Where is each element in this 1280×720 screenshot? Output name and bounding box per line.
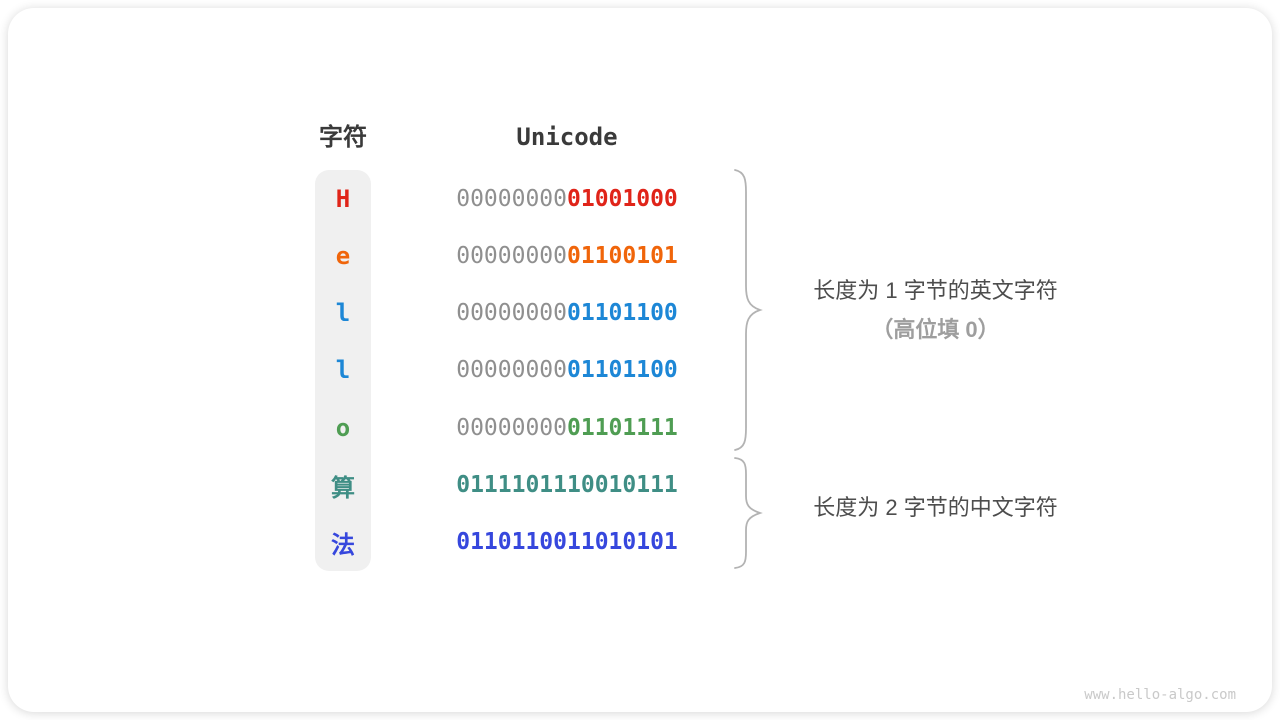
char-cell: l [335, 356, 351, 385]
high-byte: 00000000 [456, 185, 567, 212]
low-byte: 11010101 [567, 529, 678, 556]
low-byte: 01001000 [567, 185, 678, 212]
high-byte: 01111011 [456, 472, 567, 499]
binary-row: 00000000 01100101 [436, 227, 698, 284]
high-byte: 00000000 [456, 242, 567, 269]
char-cell: H [335, 184, 351, 213]
annotation-chinese-line1: 长度为 2 字节的中文字符 [813, 495, 1058, 520]
brace-one-byte-icon [734, 169, 763, 451]
char-cell: 算 [331, 473, 355, 502]
annotation-english-line2: （高位填 0） [871, 317, 1000, 342]
high-byte: 01101100 [456, 529, 567, 556]
watermark: www.hello-algo.com [1084, 687, 1236, 703]
column-header-char: 字符 [319, 124, 367, 151]
low-byte: 01101111 [567, 414, 678, 441]
char-cell: e [335, 241, 351, 270]
binary-row: 01101100 11010101 [436, 514, 698, 571]
binary-row: 00000000 01101100 [436, 285, 698, 342]
high-byte: 00000000 [456, 414, 567, 441]
annotation-chinese-chars: 长度为 2 字节的中文字符 [763, 493, 1108, 523]
low-byte: 10010111 [567, 472, 678, 499]
binary-row: 01111011 10010111 [436, 456, 698, 513]
annotation-english-line1: 长度为 1 字节的英文字符 [813, 278, 1058, 303]
char-cell: 法 [331, 530, 355, 559]
annotation-english-chars: 长度为 1 字节的英文字符 （高位填 0） [763, 276, 1108, 345]
low-byte: 01101100 [567, 357, 678, 384]
binary-row: 00000000 01101111 [436, 399, 698, 456]
char-cell: l [335, 299, 351, 328]
high-byte: 00000000 [456, 357, 567, 384]
char-cell: o [335, 413, 351, 442]
low-byte: 01101100 [567, 300, 678, 327]
binary-row: 00000000 01101100 [436, 342, 698, 399]
high-byte: 00000000 [456, 300, 567, 327]
column-header-unicode: Unicode [516, 123, 618, 151]
brace-two-byte-icon [734, 457, 763, 569]
binary-row: 00000000 01001000 [436, 170, 698, 227]
low-byte: 01100101 [567, 242, 678, 269]
